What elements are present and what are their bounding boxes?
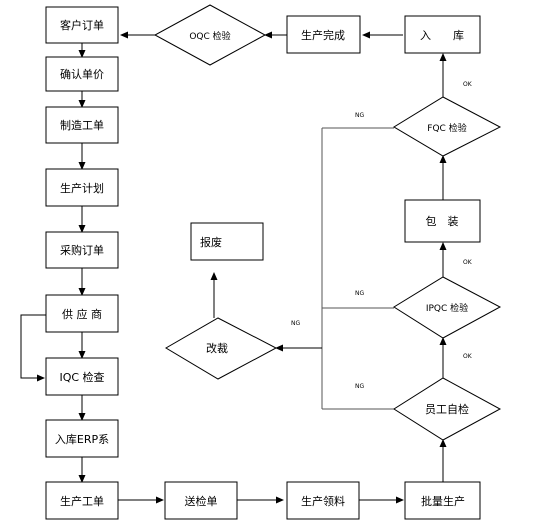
node-label: IPQC 检验 <box>426 302 468 314</box>
node-warehouse-erp: 入库ERP系 <box>45 419 119 458</box>
node-label: 包 装 <box>426 215 459 228</box>
node-label: 入库ERP系 <box>55 433 109 446</box>
ng-label: NG <box>355 383 364 390</box>
node-supplier: 供 应 商 <box>45 294 119 333</box>
ng-label: NG <box>355 112 364 119</box>
decision-ipqc-inspection: IPQC 检验 <box>393 276 502 339</box>
node-make-work-order: 制造工单 <box>45 106 119 144</box>
node-production-complete: 生产完成 <box>286 15 361 54</box>
node-label: 员工自检 <box>425 402 469 416</box>
ng-label: NG <box>291 320 300 327</box>
decision-fqc-inspection: FQC 检验 <box>393 96 502 157</box>
node-label: 送检单 <box>185 494 218 508</box>
ok-label: OK <box>463 259 473 266</box>
node-label: IQC 检查 <box>59 370 104 384</box>
node-label: 改裁 <box>206 341 228 355</box>
node-scrap: 报废 <box>190 222 264 261</box>
edge-labels: OK OK OK NG NG NG NG <box>291 81 473 390</box>
node-batch-production: 批量生产 <box>404 481 481 520</box>
node-label: FQC 检验 <box>427 122 466 134</box>
node-label: 采购订单 <box>60 243 104 257</box>
node-warehouse-in: 入 库 <box>404 15 481 54</box>
ok-label: OK <box>463 81 473 88</box>
node-production-material: 生产领料 <box>286 481 360 520</box>
decision-self-inspection: 员工自检 <box>393 377 502 441</box>
decision-oqc-inspection: OQC 检验 <box>153 4 267 66</box>
node-iqc-inspection: IQC 检查 <box>45 357 119 396</box>
node-label: OQC 检验 <box>189 30 230 42</box>
ng-label: NG <box>355 290 364 297</box>
node-packaging: 包 装 <box>404 199 481 243</box>
node-label: 确认单价 <box>60 68 104 81</box>
node-label: 生产计划 <box>60 181 104 195</box>
node-production-plan: 生产计划 <box>45 168 119 207</box>
node-label: 报废 <box>200 235 222 249</box>
node-label: 生产领料 <box>301 494 345 508</box>
node-confirm-price: 确认单价 <box>45 56 119 92</box>
node-label: 制造工单 <box>60 118 104 132</box>
node-customer-order: 客户订单 <box>45 6 119 44</box>
connectors <box>20 31 447 504</box>
node-label: 批量生产 <box>421 494 465 508</box>
decision-rework: 改裁 <box>165 317 278 380</box>
node-label: 供 应 商 <box>62 307 102 321</box>
ok-label: OK <box>463 353 473 360</box>
node-label: 生产完成 <box>301 28 345 42</box>
node-production-work-order: 生产工单 <box>45 481 119 520</box>
node-send-inspection: 送检单 <box>164 481 238 520</box>
node-purchase-order: 采购订单 <box>45 231 119 269</box>
node-label: 入 库 <box>420 29 464 42</box>
node-label: 客户订单 <box>60 18 104 32</box>
node-label: 生产工单 <box>60 494 104 508</box>
